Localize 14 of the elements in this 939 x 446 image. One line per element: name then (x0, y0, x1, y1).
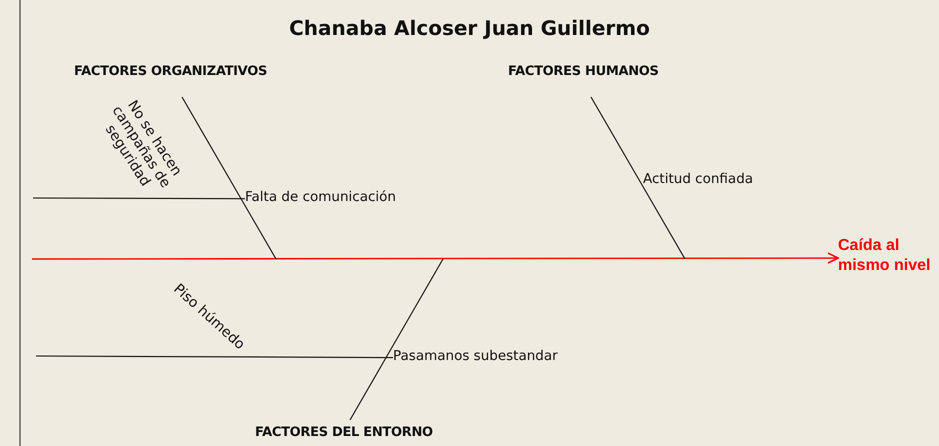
effect-label: Caída al mismo nivel (838, 236, 932, 276)
bone-line (182, 96, 276, 260)
cause-line (33, 197, 245, 200)
spine-arrow (32, 252, 839, 264)
category-heading: FACTORES HUMANOS (508, 64, 659, 79)
diagram-title: Chanaba Alcoser Juan Guillermo (289, 16, 650, 40)
cause-label: Falta de comunicación (245, 189, 396, 205)
cause-line (36, 355, 393, 358)
bone-line (350, 258, 444, 420)
bone-line (590, 96, 686, 260)
category-heading: FACTORES ORGANIZATIVOS (74, 64, 268, 79)
cause-label: Actitud confiada (643, 171, 754, 187)
cause-label: Pasamanos subestandar (393, 348, 558, 364)
category-heading: FACTORES DEL ENTORNO (255, 425, 433, 440)
